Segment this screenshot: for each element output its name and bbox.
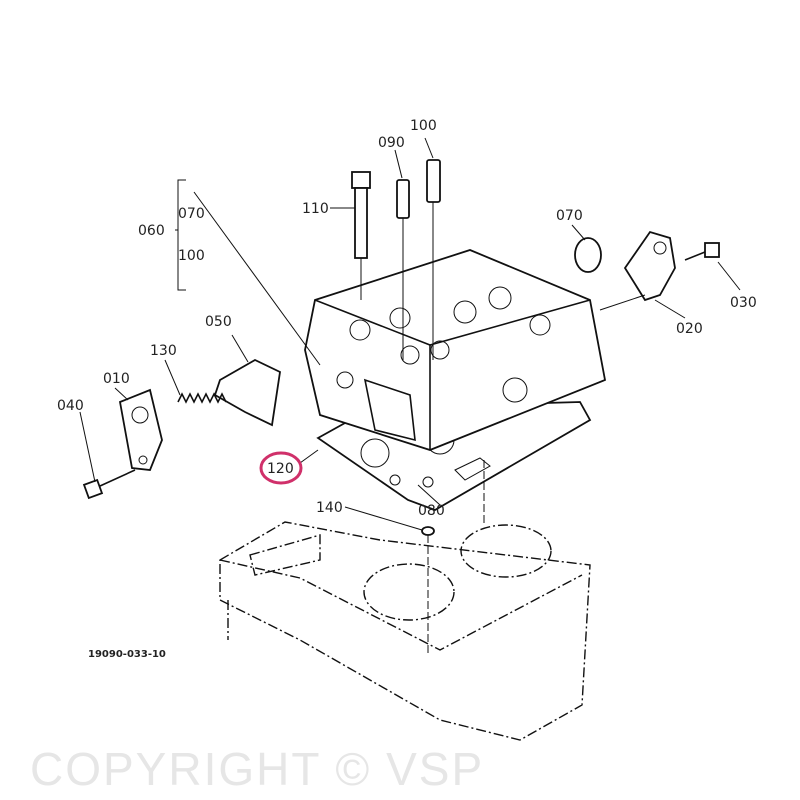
callout-060: 060 — [138, 223, 165, 239]
callout-030: 030 — [730, 295, 757, 311]
callout-100: 100 — [178, 248, 205, 264]
plug — [574, 237, 602, 273]
callout-120: 120 — [267, 461, 294, 477]
head-bolt — [351, 171, 371, 300]
highlight-circle — [259, 451, 303, 485]
o-ring — [421, 526, 435, 536]
callout-100: 100 — [410, 118, 437, 134]
cylinder-head — [304, 249, 607, 451]
callout-130: 130 — [150, 343, 177, 359]
callout-020: 020 — [676, 321, 703, 337]
callout-110: 110 — [302, 201, 329, 217]
bracket — [213, 358, 281, 427]
callout-010: 010 — [103, 371, 130, 387]
valve-guide — [396, 179, 410, 360]
bolt — [82, 469, 136, 500]
watermark: COPYRIGHT © VSP — [30, 743, 484, 795]
drawing-number: 19090-033-10 — [88, 649, 166, 660]
watermark-text: COPYRIGHT © VSP — [30, 743, 484, 795]
callout-140: 140 — [316, 500, 343, 516]
callout-050: 050 — [205, 314, 232, 330]
valve-guide — [426, 159, 441, 360]
bolt — [684, 242, 720, 261]
spring — [177, 392, 227, 404]
cylinder-block — [219, 521, 591, 741]
leader-lines — [79, 137, 741, 531]
callout-040: 040 — [57, 398, 84, 414]
callout-070: 070 — [556, 208, 583, 224]
callout-090: 090 — [378, 135, 405, 151]
callout-080: 080 — [418, 503, 445, 519]
bracket-plate — [623, 230, 676, 302]
callout-070: 070 — [178, 206, 205, 222]
plate — [118, 388, 163, 471]
